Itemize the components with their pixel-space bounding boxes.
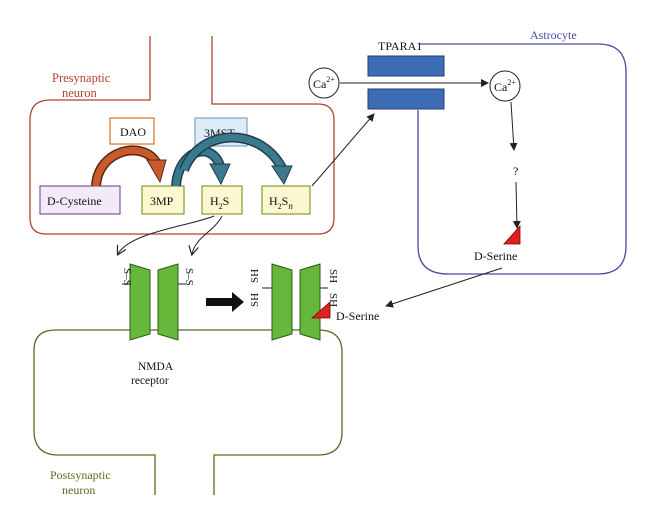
nmda-label-line2: receptor — [131, 375, 169, 387]
unknown-to-dserine-arrow — [512, 181, 521, 229]
postsynaptic-label: Postsynaptic — [50, 468, 111, 482]
calcium-inside: Ca2+ — [489, 70, 521, 102]
presynaptic-label-line2: neuron — [62, 86, 97, 100]
astrocyte-label: Astrocyte — [530, 28, 577, 42]
h2sn-box — [261, 185, 311, 215]
nmda-label: NMDA — [138, 361, 174, 373]
d-serine-bound-icon — [310, 301, 331, 319]
thiol-label-1: SH — [249, 269, 261, 283]
presynaptic-label: Presynaptic — [52, 71, 111, 85]
h2s-to-receptor-arrow-left — [118, 215, 215, 254]
3mp-label: 3MP — [150, 194, 174, 208]
unknown-step-label: ? — [513, 164, 518, 178]
tpara1-channel-upper — [367, 55, 445, 77]
presynaptic-neuron: Presynaptic neuron — [29, 36, 335, 235]
d-serine-astrocyte-icon — [503, 224, 521, 245]
thiol-label-2: SH — [249, 293, 261, 307]
tpara1-channel: TPARA1 — [367, 39, 445, 110]
d-cysteine-box — [39, 185, 121, 215]
3mst-conversion-arrows — [171, 132, 293, 187]
calcium-outside: Ca2+ — [308, 67, 340, 99]
nmda-receptor-oxidized: S–S S–S — [121, 263, 195, 341]
dao-box — [109, 117, 155, 145]
nmda-receptor-reduced: SH SH SH SH — [249, 263, 339, 341]
h2sn-label: H2Sn — [269, 194, 293, 211]
disulfide-left-label: S–S — [121, 268, 133, 286]
svg-text:Ca2+: Ca2+ — [494, 78, 516, 94]
postsynaptic-neuron: Postsynaptic neuron — [33, 329, 343, 497]
h2s-box — [201, 185, 243, 215]
postsynaptic-label-line2: neuron — [62, 483, 95, 497]
dao-conversion-arrow — [91, 145, 167, 187]
thiol-label-3: SH — [327, 269, 339, 283]
reduction-arrow — [206, 292, 244, 312]
h2sn-to-tpara1-arrow — [311, 113, 375, 187]
tpara1-channel-lower — [367, 88, 445, 110]
dao-label: DAO — [120, 125, 146, 139]
d-serine-astrocyte-label: D-Serine — [474, 249, 517, 263]
h2s-to-receptor-arrow-right — [192, 215, 223, 254]
tpara1-label: TPARA1 — [378, 39, 422, 53]
d-serine-release-arrow — [385, 267, 503, 308]
h2s-label: H2S — [210, 194, 229, 211]
disulfide-right-label: S–S — [183, 268, 195, 286]
3mp-box — [141, 185, 185, 215]
calcium-to-unknown-arrow — [509, 101, 518, 151]
d-serine-receptor-label: D-Serine — [336, 309, 379, 323]
astrocyte-cell: Astrocyte — [417, 28, 627, 275]
d-cysteine-label: D-Cysteine — [47, 194, 102, 208]
svg-text:Ca2+: Ca2+ — [313, 75, 335, 91]
